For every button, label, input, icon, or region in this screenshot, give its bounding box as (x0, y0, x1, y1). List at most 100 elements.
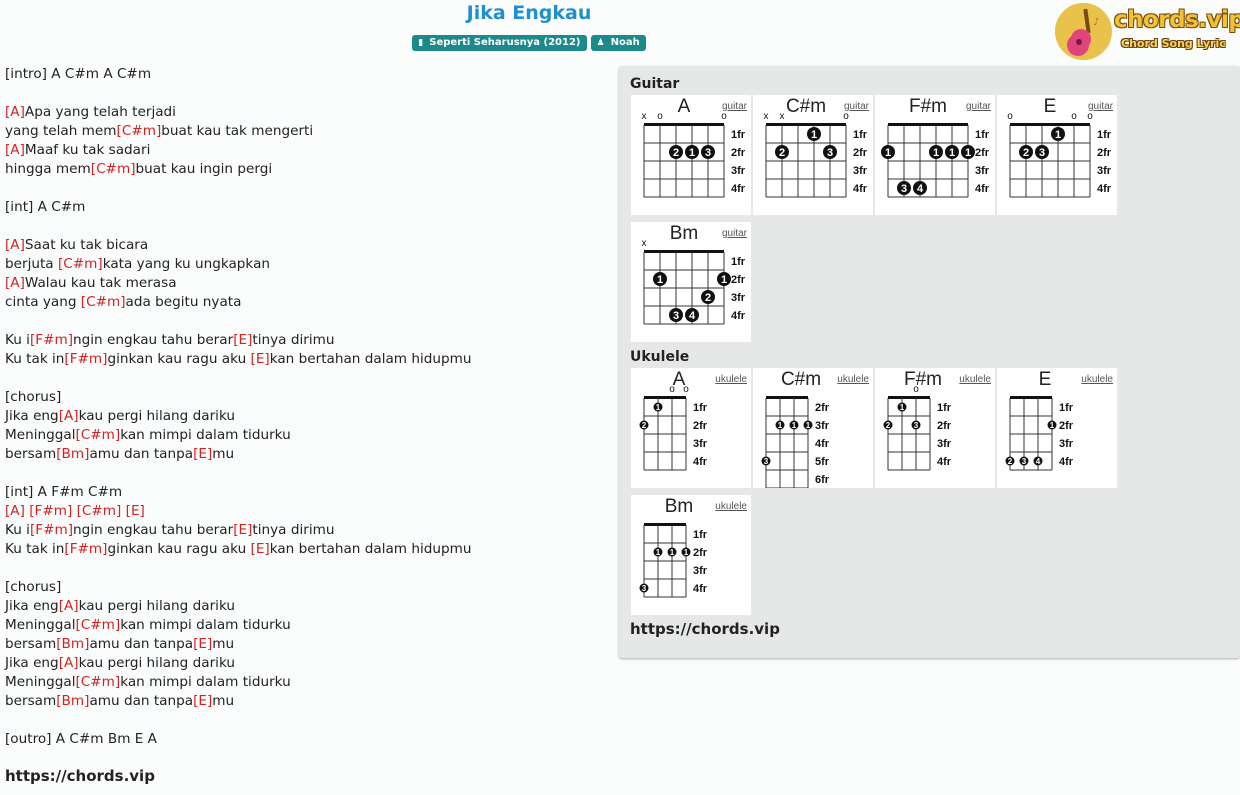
chord-link[interactable]: [A] (5, 104, 25, 120)
logo-brand: chords.vip (1114, 7, 1240, 33)
chord-link[interactable]: [A] (5, 142, 25, 158)
lyric-line: [int] A C#m (5, 198, 472, 217)
chord-name: A (672, 369, 686, 390)
finger-dot (881, 145, 895, 159)
chord-link[interactable]: [E] (233, 332, 253, 348)
finger-number: 1 (1055, 129, 1061, 141)
fret-label: 4fr (1097, 183, 1112, 195)
fret-label: 3fr (1097, 165, 1112, 177)
finger-number: 1 (656, 548, 661, 557)
book-icon: ▮ (418, 38, 424, 48)
lyric-line: [chorus] (5, 388, 472, 407)
chord-link[interactable]: [E] (193, 636, 213, 652)
fret-label: 2fr (975, 147, 990, 159)
lyric-text: Walau kau tak merasa (24, 275, 177, 291)
chord-link[interactable]: [F#m] (29, 522, 74, 538)
chord-link[interactable]: [F#m] (64, 541, 108, 557)
instrument-link[interactable]: guitar (965, 101, 991, 112)
instrument-link[interactable]: ukulele (1081, 374, 1113, 385)
lyric-text: hingga mem (5, 161, 91, 177)
site-logo[interactable]: ♪ chords.vip Chord Song Lyric (1054, 3, 1240, 63)
chord-link[interactable]: [Bm] (56, 693, 90, 709)
chord-link[interactable]: [E] (250, 351, 270, 367)
finger-number: 1 (657, 274, 663, 286)
lyric-text: kata yang ku ungkapkan (102, 256, 271, 272)
chord-link[interactable]: [C#m] (75, 617, 121, 633)
chord-link[interactable]: [A] (5, 275, 25, 291)
album-badge[interactable]: ▮Seperti Seharusnya (2012) (412, 35, 587, 51)
chord-link[interactable]: [C#m] (80, 294, 126, 310)
lyric-text: ada begitu nyata (125, 294, 242, 310)
finger-number: 1 (949, 147, 955, 159)
lyric-line: Ku i[F#m]ngin engkau tahu berar[E]tinya … (5, 521, 472, 540)
lyric-text: kan bertahan dalam hidupmu (269, 541, 472, 557)
muted-string-mark: x (780, 111, 785, 122)
fret-label: 1fr (693, 529, 708, 541)
fret-label: 4fr (937, 456, 952, 468)
lyric-line: bersam[Bm]amu dan tanpa[E]mu (5, 635, 472, 654)
instrument-link[interactable]: guitar (1087, 101, 1113, 112)
chord-link[interactable]: [C#m] (116, 123, 162, 139)
chord-link[interactable]: [A] [F#m] [C#m] [E] (5, 503, 145, 519)
chord-link[interactable]: [Bm] (56, 446, 90, 462)
instrument-link[interactable]: ukulele (715, 501, 747, 512)
chord-link[interactable]: [A] (5, 237, 25, 253)
instrument-link[interactable]: ukulele (715, 374, 747, 385)
lyric-text: [int] A F#m C#m (5, 484, 123, 500)
artist-badge[interactable]: ♟Noah (590, 35, 646, 51)
fret-label: 3fr (853, 165, 868, 177)
finger-dot (789, 420, 799, 430)
chord-link[interactable]: [C#m] (57, 256, 103, 272)
instrument-link[interactable]: guitar (721, 228, 747, 239)
lyric-line (5, 464, 472, 483)
lyric-text: Maaf ku tak sadari (24, 142, 151, 158)
chord-link[interactable]: [A] (58, 598, 79, 614)
lyric-line: Meninggal[C#m]kan mimpi dalam tidurku (5, 426, 472, 445)
finger-number: 1 (1050, 421, 1055, 430)
chord-link[interactable]: [E] (250, 541, 270, 557)
instrument-link[interactable]: ukulele (837, 374, 869, 385)
lyric-line: cinta yang [C#m]ada begitu nyata (5, 293, 472, 312)
chord-name: Bm (664, 496, 694, 517)
chord-link[interactable]: [C#m] (75, 674, 121, 690)
lyric-line: hingga mem[C#m]buat kau ingin pergi (5, 160, 472, 179)
lyric-text: Jika eng (5, 408, 59, 424)
instrument-link[interactable]: ukulele (959, 374, 991, 385)
finger-number: 4 (689, 310, 696, 322)
chord-link[interactable]: [C#m] (75, 427, 121, 443)
finger-number: 1 (689, 147, 695, 159)
lyric-line: Meninggal[C#m]kan mimpi dalam tidurku (5, 673, 472, 692)
footer-url[interactable]: https://chords.vip (5, 767, 155, 785)
chord-link[interactable]: [Bm] (56, 636, 90, 652)
chord-link[interactable]: [A] (58, 655, 79, 671)
chord-link[interactable]: [A] (58, 408, 79, 424)
finger-dot (701, 145, 715, 159)
muted-string-mark: x (642, 238, 647, 249)
lyric-line: [A]Maaf ku tak sadari (5, 141, 472, 160)
panel-url[interactable]: https://chords.vip (630, 620, 780, 638)
finger-number: 4 (917, 183, 924, 195)
instrument-link[interactable]: guitar (721, 101, 747, 112)
chord-link[interactable]: [E] (193, 446, 213, 462)
chord-link[interactable]: [C#m] (90, 161, 136, 177)
fret-label: 1fr (731, 256, 746, 268)
chord-link[interactable]: [E] (233, 522, 253, 538)
chord-link[interactable]: [E] (193, 693, 213, 709)
chord-link[interactable]: [F#m] (64, 351, 108, 367)
chord-link[interactable]: [F#m] (29, 332, 74, 348)
lyric-text: ngin engkau tahu berar (73, 332, 234, 348)
instrument-link[interactable]: guitar (843, 101, 869, 112)
lyric-text: ginkan kau ragu aku (107, 541, 251, 557)
lyric-text: [chorus] (5, 389, 62, 405)
